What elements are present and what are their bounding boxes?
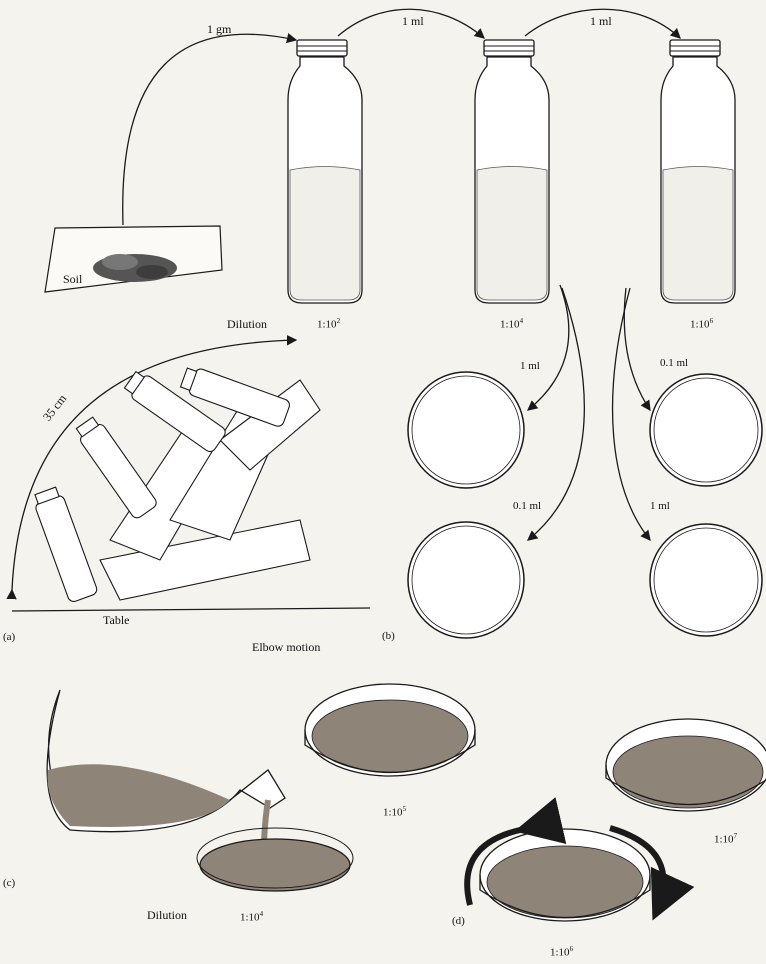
plate-b-top-left	[408, 372, 524, 488]
dilution-d-right: 1:107	[714, 832, 737, 846]
dilution-c-plate: 1:105	[383, 805, 406, 819]
dilution-bottle-1	[288, 40, 362, 303]
dilution-bottle-3	[661, 40, 735, 303]
plate-c-pour	[197, 828, 353, 891]
plate-d-right	[606, 719, 766, 811]
dilution-bottle-2	[475, 40, 549, 303]
label-table: Table	[103, 613, 129, 628]
label-elbow-motion: Elbow motion	[252, 640, 320, 655]
label-dilution-bottom: Dilution	[147, 908, 187, 923]
panel-b-label: (b)	[382, 630, 395, 642]
dilution-1: 1:102	[317, 317, 340, 331]
dilution-2: 1:104	[500, 317, 523, 331]
panel-d-label: (d)	[452, 915, 465, 927]
panel-a-label: (a)	[3, 631, 15, 643]
label-soil: Soil	[63, 272, 82, 287]
label-1ml-b: 1 ml	[590, 14, 612, 29]
plate-b-bottom-left	[408, 522, 524, 638]
label-1ml-a: 1 ml	[402, 14, 424, 29]
plating-arrow-1	[528, 285, 569, 410]
plate-b-bottom-right	[650, 524, 762, 636]
panel-c-label: (c)	[3, 877, 15, 889]
plating-arrow-3	[624, 288, 650, 410]
dilution-d-bottom: 1:106	[550, 945, 573, 959]
label-1gm: 1 gm	[207, 22, 231, 37]
label-plate-1ml-left: 1 ml	[520, 360, 540, 372]
plate-d-swirl	[480, 829, 650, 921]
label-plate-1ml-right: 1 ml	[650, 500, 670, 512]
table-line	[12, 608, 370, 611]
transfer-arrow-1gm	[123, 34, 296, 225]
dilution-3: 1:106	[690, 317, 713, 331]
label-plate-01ml-left: 0.1 ml	[513, 500, 541, 512]
arm-shaking-bottle	[31, 364, 320, 603]
plating-arrow-4	[613, 288, 650, 540]
label-dilution-top: Dilution	[227, 317, 267, 332]
label-plate-01ml-right: 0.1 ml	[660, 357, 688, 369]
dilution-c-pour: 1:104	[240, 910, 263, 924]
plate-c-lidded	[305, 684, 475, 776]
plate-b-top-right	[650, 374, 762, 486]
